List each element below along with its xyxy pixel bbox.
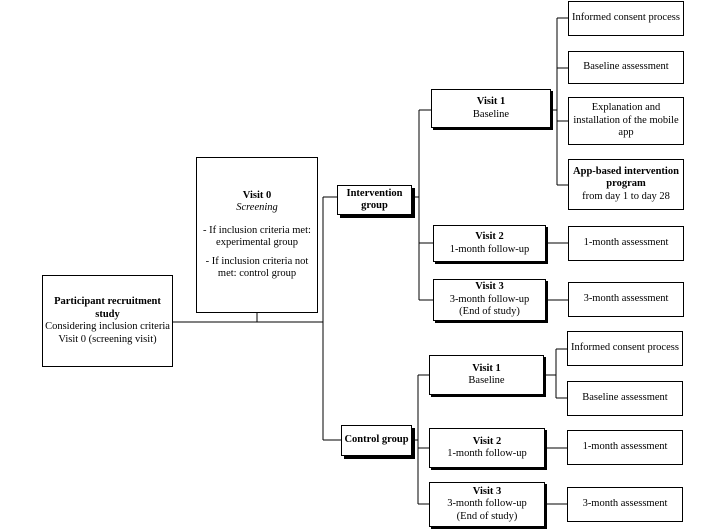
screening-subtitle: Screening: [236, 202, 278, 213]
intervention-visit3-title: Visit 3: [475, 281, 504, 293]
control-visit2-box: Visit 2 1-month follow-up: [429, 428, 545, 468]
intervention-visit3-subtitle: 3-month follow-up: [449, 293, 530, 305]
intervention-1m-assessment-text: 1-month assessment: [583, 237, 669, 249]
app-install-text: Explanation and installation of the mobi…: [573, 102, 679, 139]
recruitment-criteria: Considering inclusion criteria: [45, 321, 170, 332]
screening-box: Visit 0 Screening - If inclusion criteri…: [196, 157, 318, 313]
intervention-consent-text: Informed consent process: [572, 12, 680, 24]
recruitment-visit: Visit 0 (screening visit): [58, 333, 157, 345]
intervention-visit2-box: Visit 2 1-month follow-up: [433, 225, 546, 262]
control-consent-text: Informed consent process: [571, 342, 679, 354]
control-1m-assessment-text: 1-month assessment: [582, 441, 668, 453]
intervention-group-box: Intervention group: [337, 185, 412, 215]
intervention-visit2-title: Visit 2: [475, 231, 504, 242]
intervention-consent-box: Informed consent process: [568, 1, 684, 36]
control-3m-assessment-text: 3-month assessment: [582, 498, 668, 510]
intervention-visit1-title: Visit 1: [476, 96, 506, 107]
intervention-visit1-box: Visit 1 Baseline: [431, 89, 551, 128]
intervention-group-label: Intervention group: [346, 187, 403, 212]
app-program-range: from day 1 to day 28: [582, 190, 670, 202]
intervention-baseline-assessment-text: Baseline assessment: [583, 61, 669, 73]
recruitment-title: Participant recruitment study: [54, 296, 161, 320]
control-visit3-box: Visit 3 3-month follow-up (End of study): [429, 482, 545, 527]
control-visit3-note: (End of study): [456, 510, 518, 522]
control-3m-assessment-box: 3-month assessment: [567, 487, 683, 522]
app-program-box: App-based intervention program from day …: [568, 159, 684, 210]
control-visit1-title: Visit 1: [472, 362, 501, 374]
criteria-not-met-text: - If inclusion criteria not met: control…: [205, 255, 309, 280]
control-visit3-title: Visit 3: [472, 485, 502, 497]
recruitment-box: Participant recruitment study Considerin…: [42, 275, 173, 367]
intervention-visit3-box: Visit 3 3-month follow-up (End of study): [433, 279, 546, 321]
criteria-met-text: - If inclusion criteria met: experimenta…: [203, 224, 311, 249]
control-1m-assessment-box: 1-month assessment: [567, 430, 683, 465]
control-consent-box: Informed consent process: [567, 331, 683, 366]
control-visit2-title: Visit 2: [472, 435, 502, 447]
intervention-3m-assessment-text: 3-month assessment: [583, 293, 669, 305]
intervention-visit2-subtitle: 1-month follow-up: [449, 243, 530, 255]
control-group-label: Control group: [344, 434, 409, 446]
control-group-box: Control group: [341, 425, 412, 456]
control-visit2-subtitle: 1-month follow-up: [447, 448, 527, 459]
control-visit3-subtitle: 3-month follow-up: [447, 498, 527, 510]
app-install-box: Explanation and installation of the mobi…: [568, 97, 684, 145]
intervention-baseline-assessment-box: Baseline assessment: [568, 51, 684, 84]
intervention-3m-assessment-box: 3-month assessment: [568, 282, 684, 317]
intervention-1m-assessment-box: 1-month assessment: [568, 226, 684, 261]
control-visit1-subtitle: Baseline: [468, 375, 505, 386]
intervention-visit1-subtitle: Baseline: [472, 108, 510, 120]
control-baseline-assessment-box: Baseline assessment: [567, 381, 683, 416]
control-visit1-box: Visit 1 Baseline: [429, 355, 544, 395]
intervention-visit3-note: (End of study): [459, 306, 520, 318]
control-baseline-assessment-text: Baseline assessment: [582, 392, 668, 404]
screening-title: Visit 0: [242, 189, 272, 201]
app-program-title: App-based intervention program: [573, 165, 679, 190]
